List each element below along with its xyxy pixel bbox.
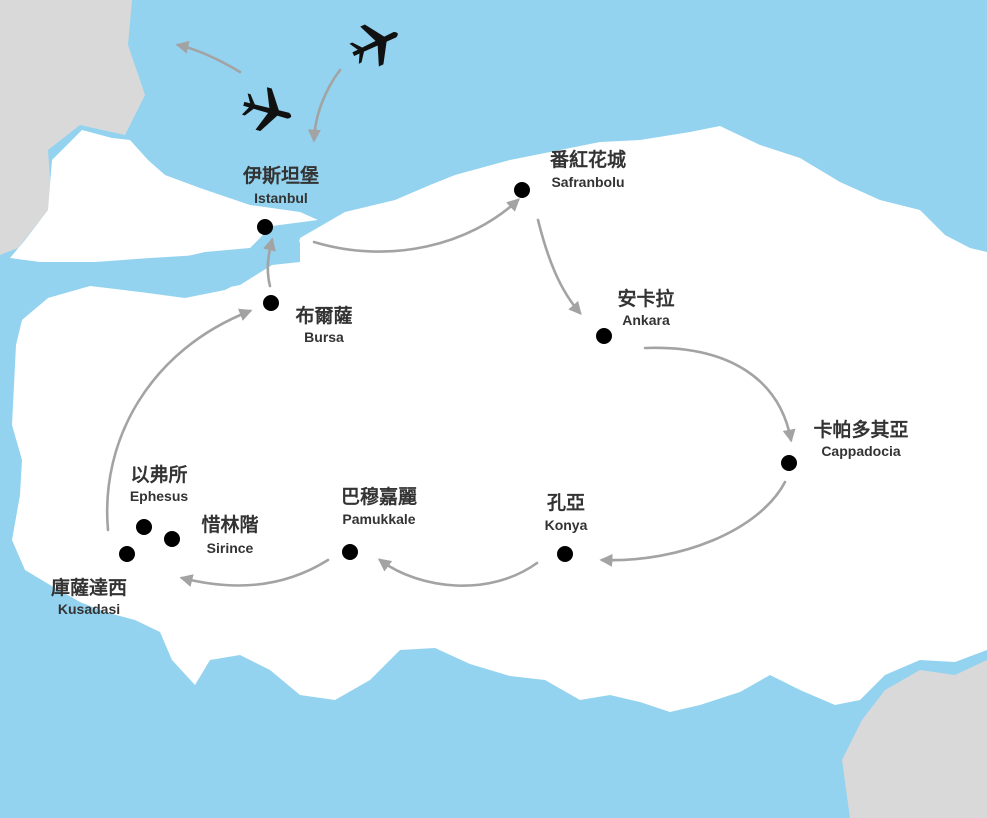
city-markers xyxy=(119,182,797,562)
neighbor-land-southeast xyxy=(842,660,987,818)
label-sirince-en: Sirince xyxy=(207,540,254,556)
marker-ephesus xyxy=(136,519,152,535)
route-segment-ankara-cappadocia xyxy=(643,346,796,443)
city-labels: 伊斯坦堡 Istanbul 番紅花城 Safranbolu 安卡拉 Ankara… xyxy=(51,148,909,617)
sea-of-marmara xyxy=(45,242,300,292)
flight-arrow-arrival xyxy=(307,68,342,143)
marker-bursa xyxy=(263,295,279,311)
route-segment-pamukkale-kusadasi xyxy=(179,558,330,587)
label-cappadocia-en: Cappadocia xyxy=(821,443,901,459)
marker-cappadocia xyxy=(781,455,797,471)
label-ankara-en: Ankara xyxy=(622,312,670,328)
marker-konya xyxy=(557,546,573,562)
marker-sirince xyxy=(164,531,180,547)
label-bursa-zh: 布爾薩 xyxy=(295,304,352,327)
label-pamukkale-zh: 巴穆嘉麗 xyxy=(341,485,417,508)
marker-istanbul xyxy=(257,219,273,235)
marker-pamukkale xyxy=(342,544,358,560)
flight-arrow-departure xyxy=(175,40,242,74)
route-segment-kusadasi-bursa xyxy=(105,308,253,532)
tour-route xyxy=(105,40,796,587)
route-segment-cappadocia-konya xyxy=(599,480,787,567)
label-bursa-en: Bursa xyxy=(304,329,344,345)
label-konya-zh: 孔亞 xyxy=(547,492,585,514)
label-kusadasi-en: Kusadasi xyxy=(58,601,120,617)
marker-kusadasi xyxy=(119,546,135,562)
marker-ankara xyxy=(596,328,612,344)
label-safranbolu-en: Safranbolu xyxy=(551,174,624,190)
route-segment-konya-pamukkale xyxy=(377,558,539,587)
label-ankara-zh: 安卡拉 xyxy=(617,287,674,310)
label-pamukkale-en: Pamukkale xyxy=(342,511,415,527)
marker-safranbolu xyxy=(514,182,530,198)
route-segment-istanbul-safranbolu xyxy=(312,198,520,253)
land-anatolia xyxy=(12,126,987,712)
label-ephesus-zh: 以弗所 xyxy=(130,463,187,486)
label-kusadasi-zh: 庫薩達西 xyxy=(51,576,127,599)
land-thrace xyxy=(10,130,318,262)
route-segment-safranbolu-ankara xyxy=(536,218,582,315)
neighbor-land-northwest xyxy=(0,0,145,255)
label-istanbul-zh: 伊斯坦堡 xyxy=(242,164,319,187)
label-ephesus-en: Ephesus xyxy=(130,488,189,504)
label-safranbolu-zh: 番紅花城 xyxy=(549,148,626,171)
label-istanbul-en: Istanbul xyxy=(254,190,308,206)
route-segment-bursa-istanbul xyxy=(263,237,276,288)
label-konya-en: Konya xyxy=(545,517,588,533)
label-cappadocia-zh: 卡帕多其亞 xyxy=(813,418,908,441)
label-sirince-zh: 惜林階 xyxy=(201,513,258,536)
